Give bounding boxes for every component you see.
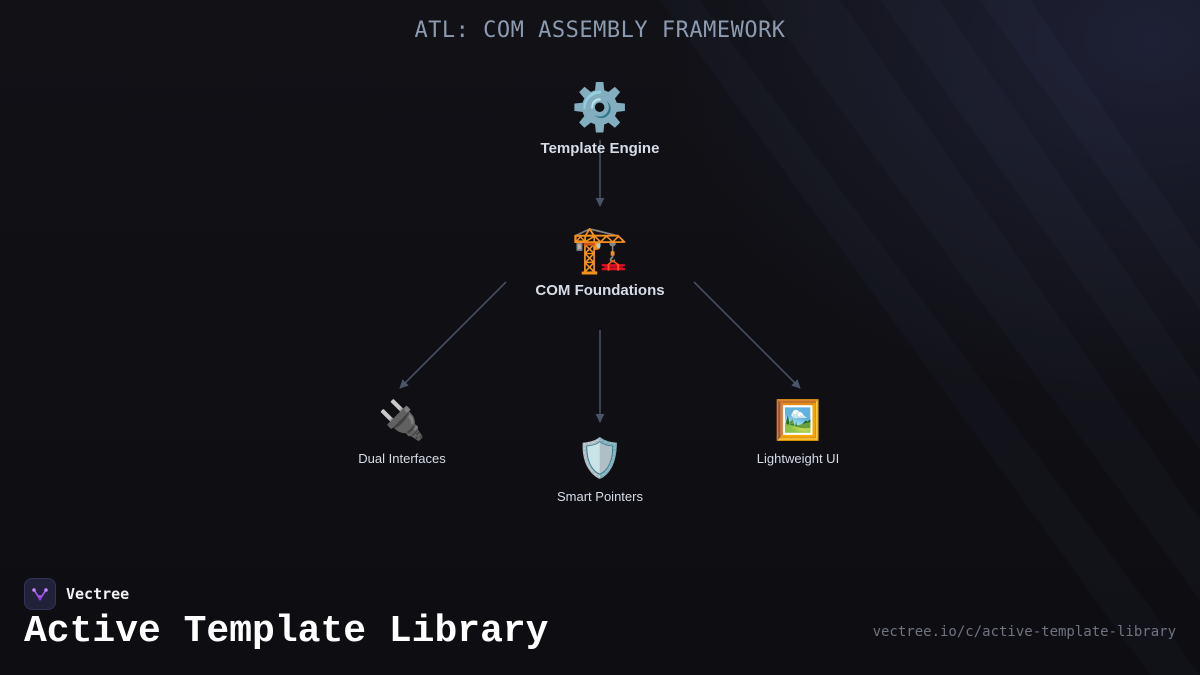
node-smart-pointers: 🛡️ Smart Pointers xyxy=(490,439,710,504)
node-label: Template Engine xyxy=(540,140,660,157)
plug-icon: 🔌 xyxy=(378,398,426,442)
page-title: Active Template Library xyxy=(24,610,549,653)
source-url[interactable]: vectree.io/c/active-template-library xyxy=(872,624,1176,640)
edge-com-foundations-to-dual-interfaces xyxy=(399,281,507,389)
node-com-foundations: 🏗️ COM Foundations xyxy=(490,226,710,299)
shield-icon: 🛡️ xyxy=(576,436,624,480)
edge-com-foundations-to-lightweight-ui xyxy=(693,281,801,389)
node-label: Dual Interfaces xyxy=(358,451,446,466)
framed-picture-icon: 🖼️ xyxy=(774,398,822,442)
gear-icon: ⚙️ xyxy=(571,80,629,134)
brand-name: Vectree xyxy=(66,585,130,603)
vectree-logo-icon xyxy=(24,578,56,610)
node-template-engine: ⚙️ Template Engine xyxy=(490,84,710,157)
node-dual-interfaces: 🔌 Dual Interfaces xyxy=(292,401,512,466)
node-label: Lightweight UI xyxy=(756,451,840,466)
construction-crane-icon: 🏗️ xyxy=(571,222,629,276)
node-label: COM Foundations xyxy=(535,282,665,299)
node-lightweight-ui: 🖼️ Lightweight UI xyxy=(688,401,908,466)
node-label: Smart Pointers xyxy=(557,489,643,504)
diagram-title: ATL: COM ASSEMBLY FRAMEWORK xyxy=(414,18,786,43)
brand: Vectree xyxy=(24,577,129,611)
